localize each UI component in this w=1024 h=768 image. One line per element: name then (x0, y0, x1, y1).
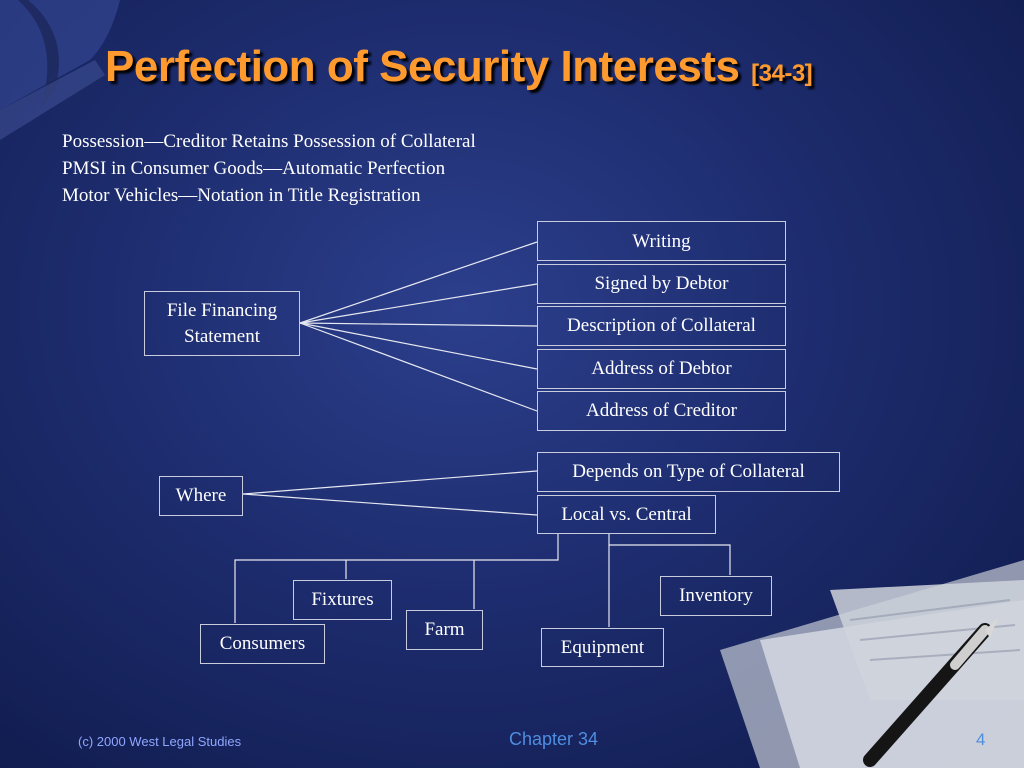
bullet-motor-vehicles: Motor Vehicles—Notation in Title Registr… (62, 185, 421, 206)
depends-on-collateral-box: Depends on Type of Collateral (537, 452, 840, 492)
requirement-signed-box: Signed by Debtor (537, 264, 786, 304)
bullet-pmsi: PMSI in Consumer Goods—Automatic Perfect… (62, 158, 446, 179)
file-financing-line1: File Financing (166, 299, 278, 321)
requirement-writing-box: Writing (537, 221, 786, 261)
slide-title: Perfection of Security Interests [34-3] (105, 42, 813, 92)
farm-box: Farm (406, 610, 483, 650)
where-box: Where (159, 476, 243, 516)
title-text: Perfection of Security Interests (105, 42, 740, 91)
file-financing-statement-box: File Financing Statement (144, 291, 300, 356)
bullet-list: Possession—Creditor Retains Possession o… (62, 128, 476, 209)
equipment-box: Equipment (541, 628, 664, 667)
requirement-creditor-address-box: Address of Creditor (537, 391, 786, 431)
copyright-footer: (c) 2000 West Legal Studies (78, 734, 242, 749)
bullet-possession: Possession—Creditor Retains Possession o… (62, 131, 476, 152)
chapter-footer: Chapter 34 (509, 729, 599, 749)
inventory-box: Inventory (660, 576, 772, 616)
requirement-debtor-address-box: Address of Debtor (537, 349, 786, 389)
title-reference: [34-3] (751, 60, 813, 87)
file-financing-line2: Statement (184, 325, 260, 347)
page-number: 4 (976, 730, 986, 749)
fixtures-box: Fixtures (293, 580, 392, 620)
consumers-box: Consumers (200, 624, 325, 664)
local-vs-central-box: Local vs. Central (537, 495, 716, 534)
requirement-description-box: Description of Collateral (537, 306, 786, 346)
